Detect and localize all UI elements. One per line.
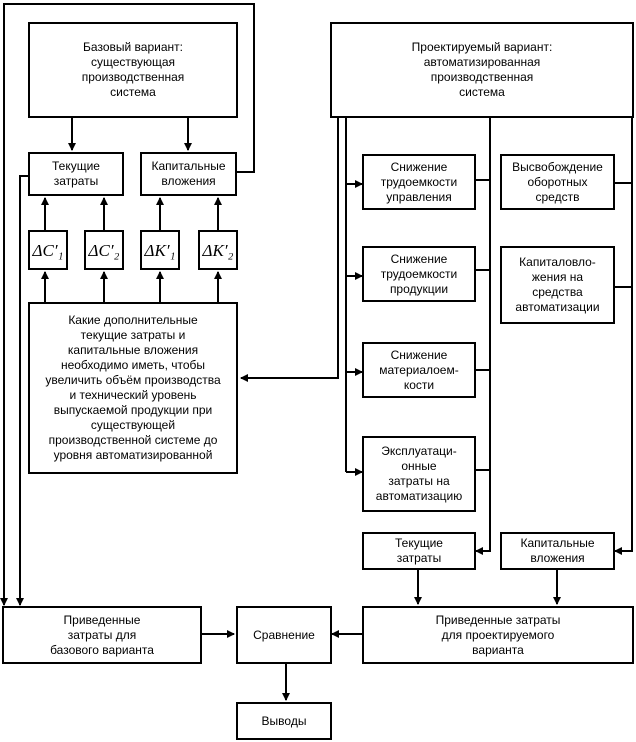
line-capital-loop <box>0 3 255 606</box>
project-current-costs-box: Текущие затраты <box>362 532 476 570</box>
project-reduced-costs-box: Приведенные затраты для проектируемого в… <box>362 606 634 664</box>
delta-k2-box: ΔK′₂ <box>198 230 238 270</box>
delta-k1-box: ΔK′₁ <box>140 230 180 270</box>
reduce-management-labor-box: Снижение трудоемкости управления <box>362 154 476 210</box>
base-reduced-costs-box: Приведенные затраты для базового вариант… <box>2 606 202 664</box>
comparison-box: Сравнение <box>236 606 332 664</box>
automation-operating-costs-box: Эксплуатаци- онные затраты на автоматиза… <box>362 436 476 512</box>
base-variant-box: Базовый вариант: существующая производст… <box>28 22 238 118</box>
reduce-material-intensity-box: Снижение материалоем- кости <box>362 342 476 398</box>
project-capital-investments-box: Капитальные вложения <box>500 532 615 570</box>
delta-c2-box: ΔC′₂ <box>84 230 124 270</box>
additional-costs-question-box: Какие дополнительные текущие затраты и к… <box>28 302 238 474</box>
line-project-bus-outer <box>240 118 339 382</box>
automation-capital-box: Капиталовло- жения на средства автоматиз… <box>500 246 615 324</box>
project-variant-box: Проектируемый вариант: автоматизированна… <box>330 22 634 118</box>
working-capital-release-box: Высвобождение оборотных средств <box>500 154 615 210</box>
reduce-product-labor-box: Снижение трудоемкости продукции <box>362 246 476 302</box>
line-collector-to-current-costs <box>475 118 491 555</box>
delta-c1-box: ΔC′₁ <box>28 230 68 270</box>
line-current-costs-loop <box>16 175 28 606</box>
base-current-costs-box: Текущие затраты <box>28 152 124 196</box>
base-capital-investments-box: Капитальные вложения <box>140 152 237 196</box>
line-right-collector <box>614 118 633 555</box>
conclusions-box: Выводы <box>236 702 332 740</box>
